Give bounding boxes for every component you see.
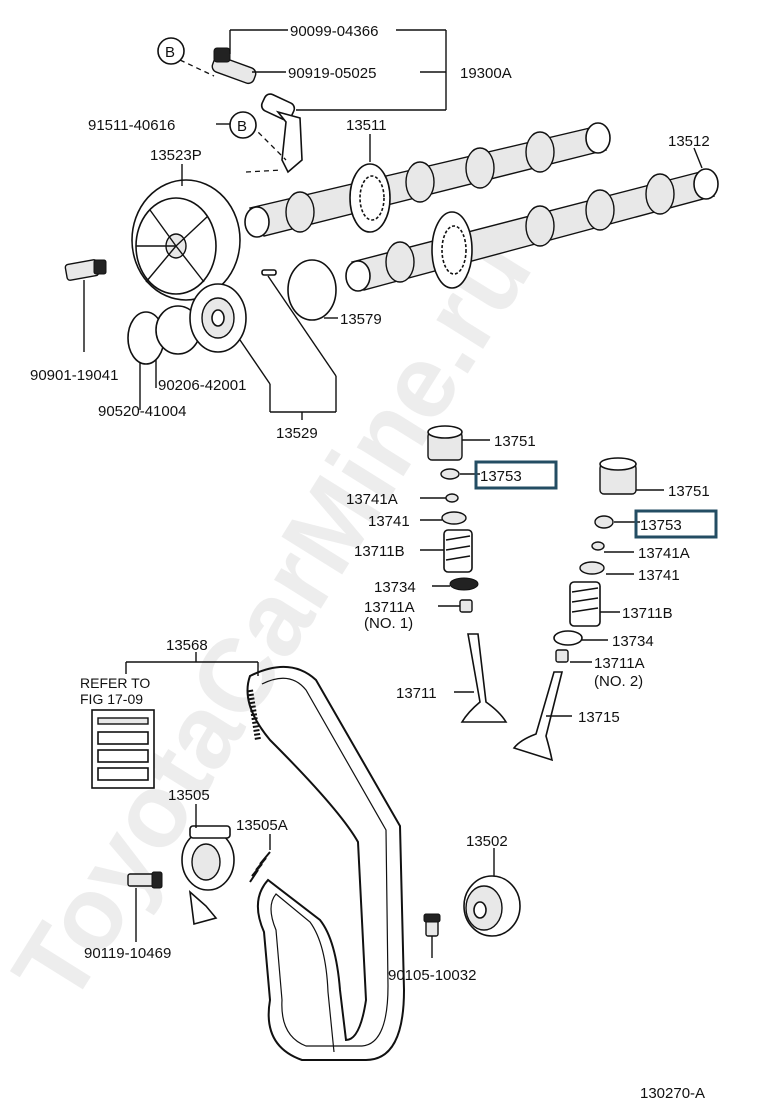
figure-id: 130270-A bbox=[640, 1085, 705, 1102]
part-90099-04366: 90099-04366 bbox=[290, 23, 378, 40]
part-90206-42001: 90206-42001 bbox=[158, 377, 246, 394]
marker-b-mid-label: B bbox=[237, 118, 247, 135]
highlight-13753-a bbox=[474, 460, 558, 490]
part-13711b-a: 13711B bbox=[354, 543, 405, 560]
part-13741-a: 13741 bbox=[368, 513, 410, 530]
part-13505a: 13505A bbox=[236, 817, 288, 834]
part-13741a-a: 13741A bbox=[346, 491, 398, 508]
refer-label-card bbox=[91, 709, 155, 789]
part-13711a-b: 13711A bbox=[594, 655, 645, 672]
part-13523p: 13523P bbox=[150, 147, 202, 164]
bolt-90901-19041 bbox=[64, 259, 107, 281]
part-90119-10469: 90119-10469 bbox=[84, 945, 171, 962]
part-13751-a: 13751 bbox=[494, 433, 536, 450]
part-91511-40616: 91511-40616 bbox=[88, 117, 175, 134]
part-13715: 13715 bbox=[578, 709, 620, 726]
part-19300a: 19300A bbox=[460, 65, 512, 82]
part-13505: 13505 bbox=[168, 787, 210, 804]
timing-belt-13568 bbox=[246, 665, 406, 1061]
part-90520-41004: 90520-41004 bbox=[98, 403, 186, 420]
part-13711b-b: 13711B bbox=[622, 605, 673, 622]
part-13579: 13579 bbox=[340, 311, 382, 328]
part-13711a-a: 13711A bbox=[364, 599, 415, 616]
valve-assembly-no2 bbox=[512, 457, 637, 762]
part-13741-b: 13741 bbox=[638, 567, 680, 584]
part-13529: 13529 bbox=[276, 425, 318, 442]
part-13568: 13568 bbox=[166, 637, 208, 654]
highlight-13753-b bbox=[634, 509, 718, 539]
camshaft-13511 bbox=[244, 122, 611, 238]
marker-b-top bbox=[157, 37, 185, 65]
pin bbox=[261, 269, 277, 276]
cam-sensor-group: B B bbox=[157, 29, 447, 174]
tensioner-13505 bbox=[127, 825, 235, 926]
part-13734-a: 13734 bbox=[374, 579, 416, 596]
part-13502: 13502 bbox=[466, 833, 508, 850]
part-13753-b: 13753 bbox=[640, 517, 682, 534]
part-13711: 13711 bbox=[396, 685, 437, 702]
part-90105-10032: 90105-10032 bbox=[388, 967, 476, 984]
part-13734-b: 13734 bbox=[612, 633, 654, 650]
camshaft-13512 bbox=[345, 168, 719, 292]
part-13511: 13511 bbox=[346, 117, 387, 134]
part-13751-b: 13751 bbox=[668, 483, 710, 500]
gear-13529 bbox=[189, 283, 247, 353]
refer-line1: REFER TO bbox=[80, 675, 150, 691]
camshaft-pulley-13523p bbox=[131, 179, 241, 301]
part-13512: 13512 bbox=[668, 133, 710, 150]
part-13741a-b: 13741A bbox=[638, 545, 690, 562]
spring-13505a bbox=[249, 851, 271, 883]
marker-b-mid bbox=[229, 111, 257, 139]
part-90919-05025: 90919-05025 bbox=[288, 65, 376, 82]
no1-label: (NO. 1) bbox=[364, 615, 413, 632]
no2-label: (NO. 2) bbox=[594, 673, 643, 690]
part-13753-a: 13753 bbox=[480, 468, 522, 485]
valve-assembly-no1 bbox=[427, 425, 508, 723]
part-90901-19041: 90901-19041 bbox=[30, 367, 118, 384]
refer-line2: FIG 17-09 bbox=[80, 691, 143, 707]
marker-b-top-label: B bbox=[165, 44, 175, 61]
idler-pulley-13502 bbox=[423, 875, 521, 937]
ring-13579 bbox=[287, 259, 337, 321]
